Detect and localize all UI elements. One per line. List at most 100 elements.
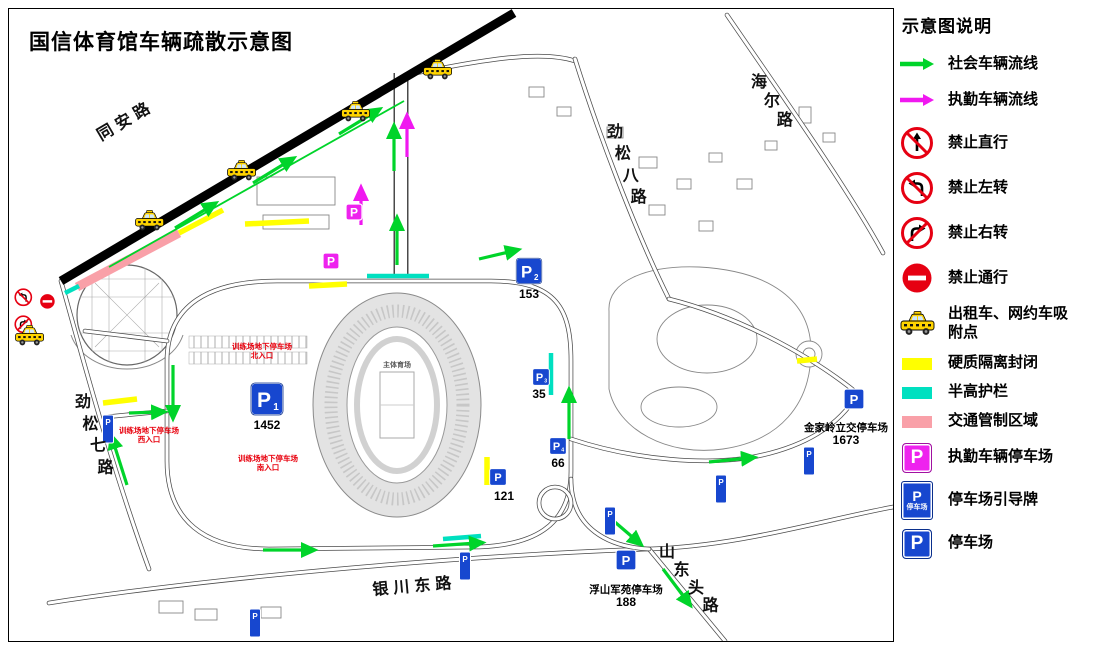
parking-sign-p4: P 4 66 (549, 437, 567, 470)
legend-item-duty-parking: P 执勤车辆停车场 (898, 442, 1112, 474)
entrance-label-west: 训练场地下停车场 西入口 (119, 425, 179, 444)
svg-text:2: 2 (534, 273, 539, 282)
buildings (158, 86, 836, 621)
magenta-arrow-icon (898, 93, 936, 107)
taxi-icon (898, 310, 936, 337)
half-height-fence-swatch (898, 386, 936, 399)
road-label-haier: 海尔路 (742, 61, 808, 140)
legend-item-hard-barrier: 硬质隔离封闭 (898, 354, 1112, 373)
legend-label: 停车场引导牌 (948, 491, 1039, 509)
svg-text:P: P (350, 206, 358, 220)
parking-count: 153 (519, 287, 539, 301)
svg-text:P: P (718, 478, 724, 487)
parking-sign-p2: P 2 153 (515, 257, 543, 301)
parking-guide-board: P (102, 414, 114, 444)
parking-count: 35 (532, 387, 546, 401)
no-left-turn-icon (14, 288, 33, 307)
svg-text:P: P (105, 418, 111, 427)
svg-text:训练场地下停车场: 训练场地下停车场 (232, 341, 292, 351)
aquatic-complex (608, 266, 823, 451)
entrance-label-north: 训练场地下停车场 北入口 (232, 341, 292, 360)
legend-label: 执勤车辆停车场 (948, 448, 1054, 466)
svg-text:1: 1 (273, 402, 279, 413)
svg-text:P: P (257, 389, 271, 412)
legend-label: 执勤车辆流线 (948, 90, 1039, 108)
green-arrow-icon (898, 57, 936, 71)
legend-title: 示意图说明 (902, 17, 992, 36)
legend-label: 社会车辆流线 (948, 54, 1039, 72)
legend-item-social-flow: 社会车辆流线 (898, 53, 1112, 75)
svg-text:P: P (806, 450, 812, 459)
stadium-label: 主体育场 (383, 360, 411, 369)
legend-label: 出租车、网约车吸附点 (948, 305, 1069, 341)
legend-item-half-fence: 半高护栏 (898, 383, 1112, 402)
parking-sign-p3: P 3 35 (532, 368, 550, 401)
legend-item-no-left-turn: 禁止左转 (898, 170, 1112, 206)
parking-guide-board: P (715, 474, 727, 504)
svg-text:4: 4 (561, 448, 564, 454)
road-label-yinchuan-east: 银川东路 (372, 573, 457, 599)
duty-parking-sign: P (322, 252, 340, 270)
svg-text:3: 3 (544, 379, 547, 385)
road-label-tongan: 同安路 (93, 96, 157, 144)
no-entry-icon (898, 261, 936, 295)
flow-arrows (107, 100, 759, 609)
legend-item-no-entry: 禁止通行 (898, 260, 1112, 296)
legend-label: 禁止直行 (948, 133, 1009, 151)
legend-label: 交通管制区域 (948, 412, 1039, 430)
legend-label: 禁止左转 (948, 178, 1009, 196)
yellow-barrier-swatch (898, 357, 936, 370)
no-entry-icon (40, 294, 55, 309)
parking-guide-board: P (459, 551, 471, 581)
parking-sign-fushan: P 浮山军苑停车场 188 (589, 549, 663, 609)
legend-panel: 示意图说明 社会车辆流线 执勤车辆流线 禁止直行 (898, 12, 1112, 571)
map-canvas: 主体育场 (8, 8, 894, 642)
parking-icon: P (898, 528, 936, 559)
legend-item-no-right-turn: 禁止右转 (898, 215, 1112, 251)
parking-count: 1452 (254, 418, 281, 432)
svg-text:P: P (622, 553, 631, 568)
svg-text:西入口: 西入口 (138, 435, 161, 444)
svg-text:P: P (607, 510, 613, 519)
svg-text:P: P (553, 441, 560, 453)
parking-guide-board: P (803, 446, 815, 476)
parking-sign-121: P 121 (489, 468, 514, 503)
svg-text:P: P (521, 262, 532, 281)
legend-label: 硬质隔离封闭 (948, 354, 1039, 372)
road-haier (727, 15, 883, 253)
legend-item-duty-flow: 执勤车辆流线 (898, 89, 1112, 111)
parking-count: 121 (494, 489, 514, 503)
parking-sign-jinjialing: P 金家岭立交停车场 1673 (803, 388, 888, 447)
parking-sign-p1: P 1 1452 (250, 382, 284, 432)
legend-label: 半高护栏 (948, 383, 1009, 401)
legend-item-taxi-point: 出租车、网约车吸附点 (898, 305, 1112, 343)
legend-label: 禁止通行 (948, 268, 1009, 286)
traffic-control-swatch (898, 415, 936, 428)
svg-text:P: P (850, 392, 859, 407)
svg-text:P: P (536, 372, 543, 384)
legend-label: 禁止右转 (948, 223, 1009, 241)
parking-name: 金家岭立交停车场 (803, 421, 888, 434)
entrance-label-south: 训练场地下停车场 南入口 (238, 453, 298, 472)
svg-text:南入口: 南入口 (257, 462, 280, 472)
no-left-turn-icon (898, 171, 936, 205)
parking-count: 188 (616, 595, 636, 609)
road-tongan (58, 9, 517, 285)
page-title: 国信体育馆车辆疏散示意图 (29, 30, 293, 54)
stadium: 主体育场 (312, 292, 482, 518)
parking-name: 浮山军苑停车场 (589, 583, 663, 596)
svg-text:P: P (327, 255, 335, 269)
parking-count: 1673 (833, 433, 860, 447)
legend-label: 停车场 (948, 534, 994, 552)
road-jinsong-8 (575, 59, 669, 299)
svg-text:P: P (252, 612, 258, 621)
svg-text:训练场地下停车场: 训练场地下停车场 (119, 425, 179, 435)
svg-text:训练场地下停车场: 训练场地下停车场 (238, 453, 298, 463)
legend-item-no-straight: 禁止直行 (898, 125, 1112, 161)
svg-text:P: P (494, 472, 501, 484)
no-right-turn-icon (898, 216, 936, 250)
svg-text:北入口: 北入口 (251, 350, 274, 360)
